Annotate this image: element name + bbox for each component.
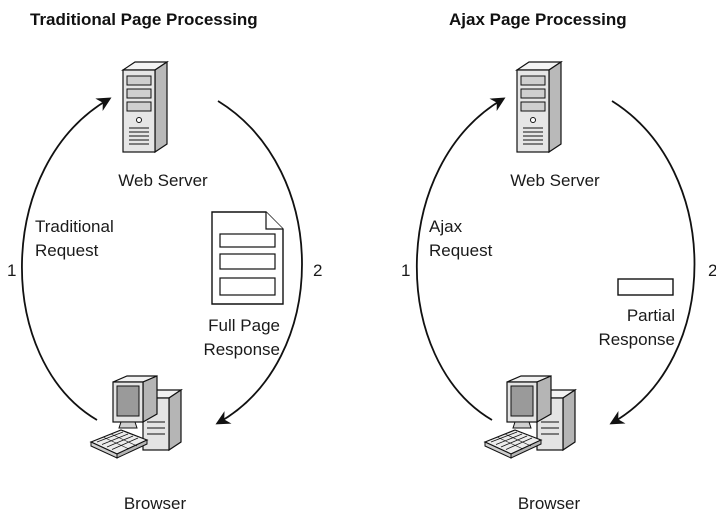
left-browser-label: Browser <box>124 494 187 513</box>
left-response-number: 2 <box>313 261 322 280</box>
right-browser-label: Browser <box>518 494 581 513</box>
left-request-number: 1 <box>7 261 16 280</box>
server-tower-icon <box>122 61 168 153</box>
server-tower-icon <box>516 61 562 153</box>
left-panel-title: Traditional Page Processing <box>30 10 258 29</box>
right-response-label-line2: Response <box>598 330 675 349</box>
left-panel: Traditional Page Processing Web Server 1… <box>7 10 322 513</box>
left-server-label: Web Server <box>118 171 208 190</box>
right-panel: Ajax Page Processing Web Server 1 Ajax R… <box>401 10 716 513</box>
desktop-computer-icon <box>484 375 576 459</box>
right-request-arrow <box>415 97 506 421</box>
left-response-label-line2: Response <box>203 340 280 359</box>
right-request-label-line1: Ajax <box>429 217 463 236</box>
right-response-number: 2 <box>708 261 716 280</box>
desktop-computer-icon <box>90 375 182 459</box>
right-panel-title: Ajax Page Processing <box>449 10 627 29</box>
left-request-label-line1: Traditional <box>35 217 114 236</box>
full-page-document-icon <box>211 211 284 305</box>
left-request-arrow <box>21 97 112 421</box>
right-request-label-line2: Request <box>429 241 493 260</box>
left-response-label-line1: Full Page <box>208 316 280 335</box>
right-response-arrow <box>609 100 696 425</box>
left-request-label-line2: Request <box>35 241 99 260</box>
left-response-arrow <box>215 100 303 425</box>
right-server-label: Web Server <box>510 171 600 190</box>
partial-response-box-icon <box>617 278 674 296</box>
right-request-number: 1 <box>401 261 410 280</box>
right-response-label-line1: Partial <box>627 306 675 325</box>
